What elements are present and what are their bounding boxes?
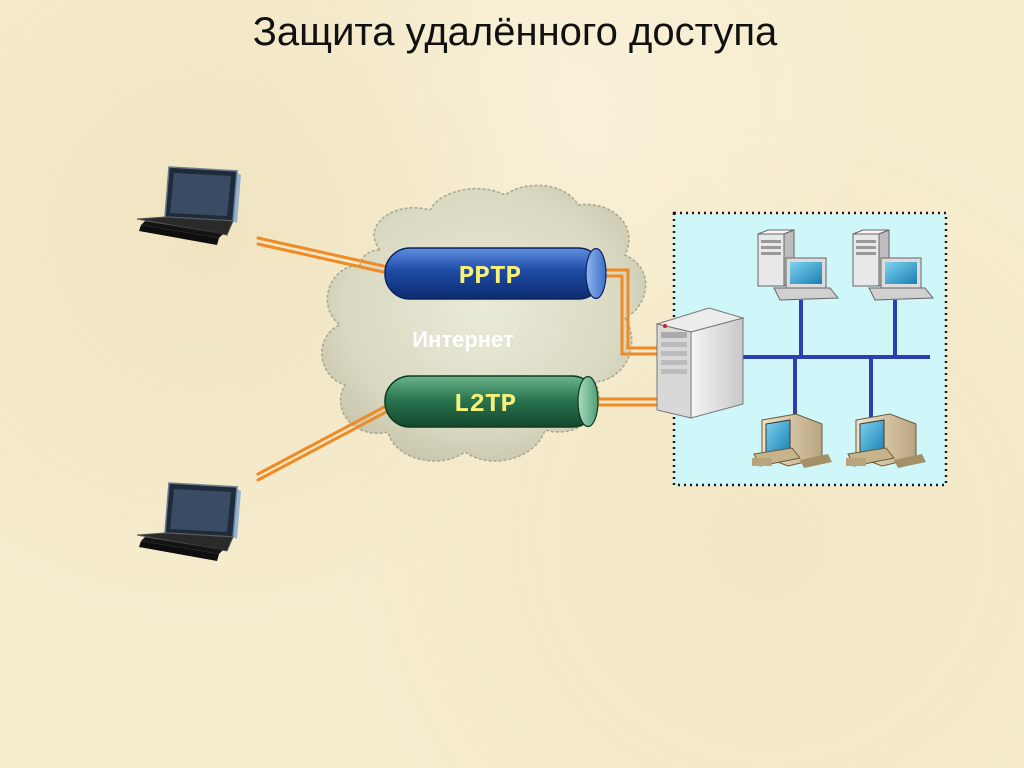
remote-links bbox=[256, 236, 662, 482]
desktop-pc-icon bbox=[752, 413, 832, 468]
workstation-icon bbox=[852, 229, 935, 301]
workstation-icon bbox=[757, 229, 840, 301]
l2tp-label: L2TP bbox=[454, 389, 516, 419]
internet-label: Интернет bbox=[412, 327, 514, 352]
laptop-icon bbox=[136, 166, 241, 245]
lan-bus bbox=[742, 300, 930, 425]
desktop-pc-icon bbox=[846, 413, 926, 468]
l2tp-tunnel: L2TP bbox=[384, 375, 599, 428]
pptp-tunnel: PPTP bbox=[384, 247, 607, 300]
laptop-icon bbox=[136, 482, 241, 561]
pptp-label: PPTP bbox=[459, 261, 521, 291]
server-tower-icon bbox=[655, 307, 745, 419]
slide-title: Защита удалённого доступа bbox=[252, 10, 778, 54]
